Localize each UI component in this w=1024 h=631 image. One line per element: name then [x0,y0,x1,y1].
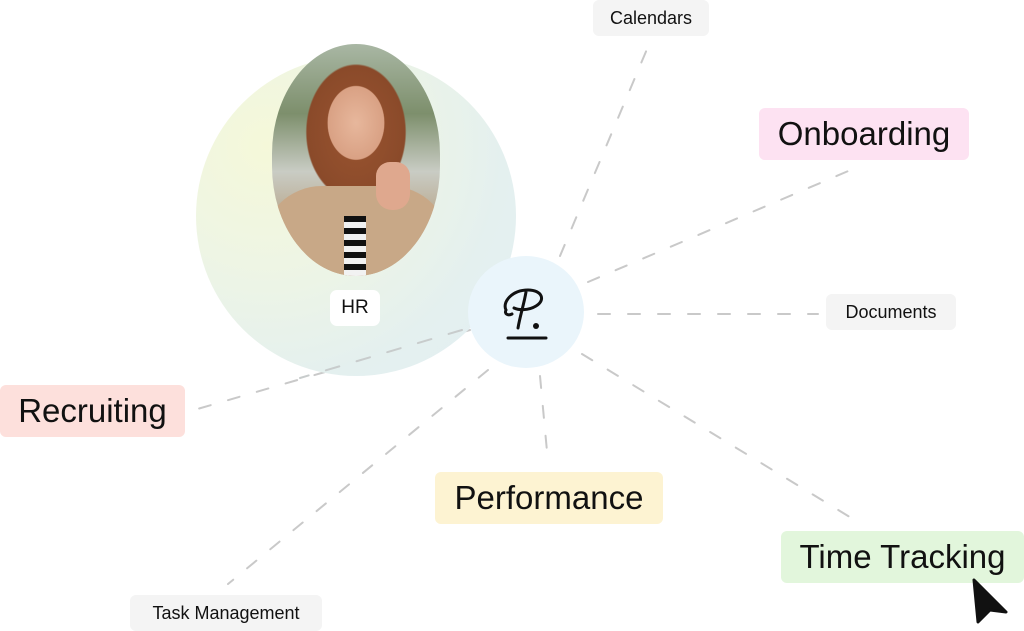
signature-p-logo-icon [503,288,548,340]
node-onboarding[interactable]: Onboarding [759,108,969,160]
connector-performance [539,375,549,463]
connector-task-management [227,369,489,585]
node-time-tracking[interactable]: Time Tracking [781,531,1024,583]
mouse-pointer-icon [972,578,1008,624]
hr-person-portrait [272,44,440,276]
portrait-shirt [344,216,366,276]
hr-label: HR [330,290,380,326]
node-performance[interactable]: Performance [435,472,663,524]
node-task-management[interactable]: Task Management [130,595,322,631]
connector-recruiting [193,329,471,411]
node-calendars[interactable]: Calendars [593,0,709,36]
connector-calendars [559,41,651,257]
node-documents[interactable]: Documents [826,294,956,330]
hub-logo-circle[interactable] [468,256,584,368]
portrait-hand [376,162,410,210]
connector-time-tracking [581,353,859,523]
node-recruiting[interactable]: Recruiting [0,385,185,437]
connector-onboarding [587,165,861,283]
